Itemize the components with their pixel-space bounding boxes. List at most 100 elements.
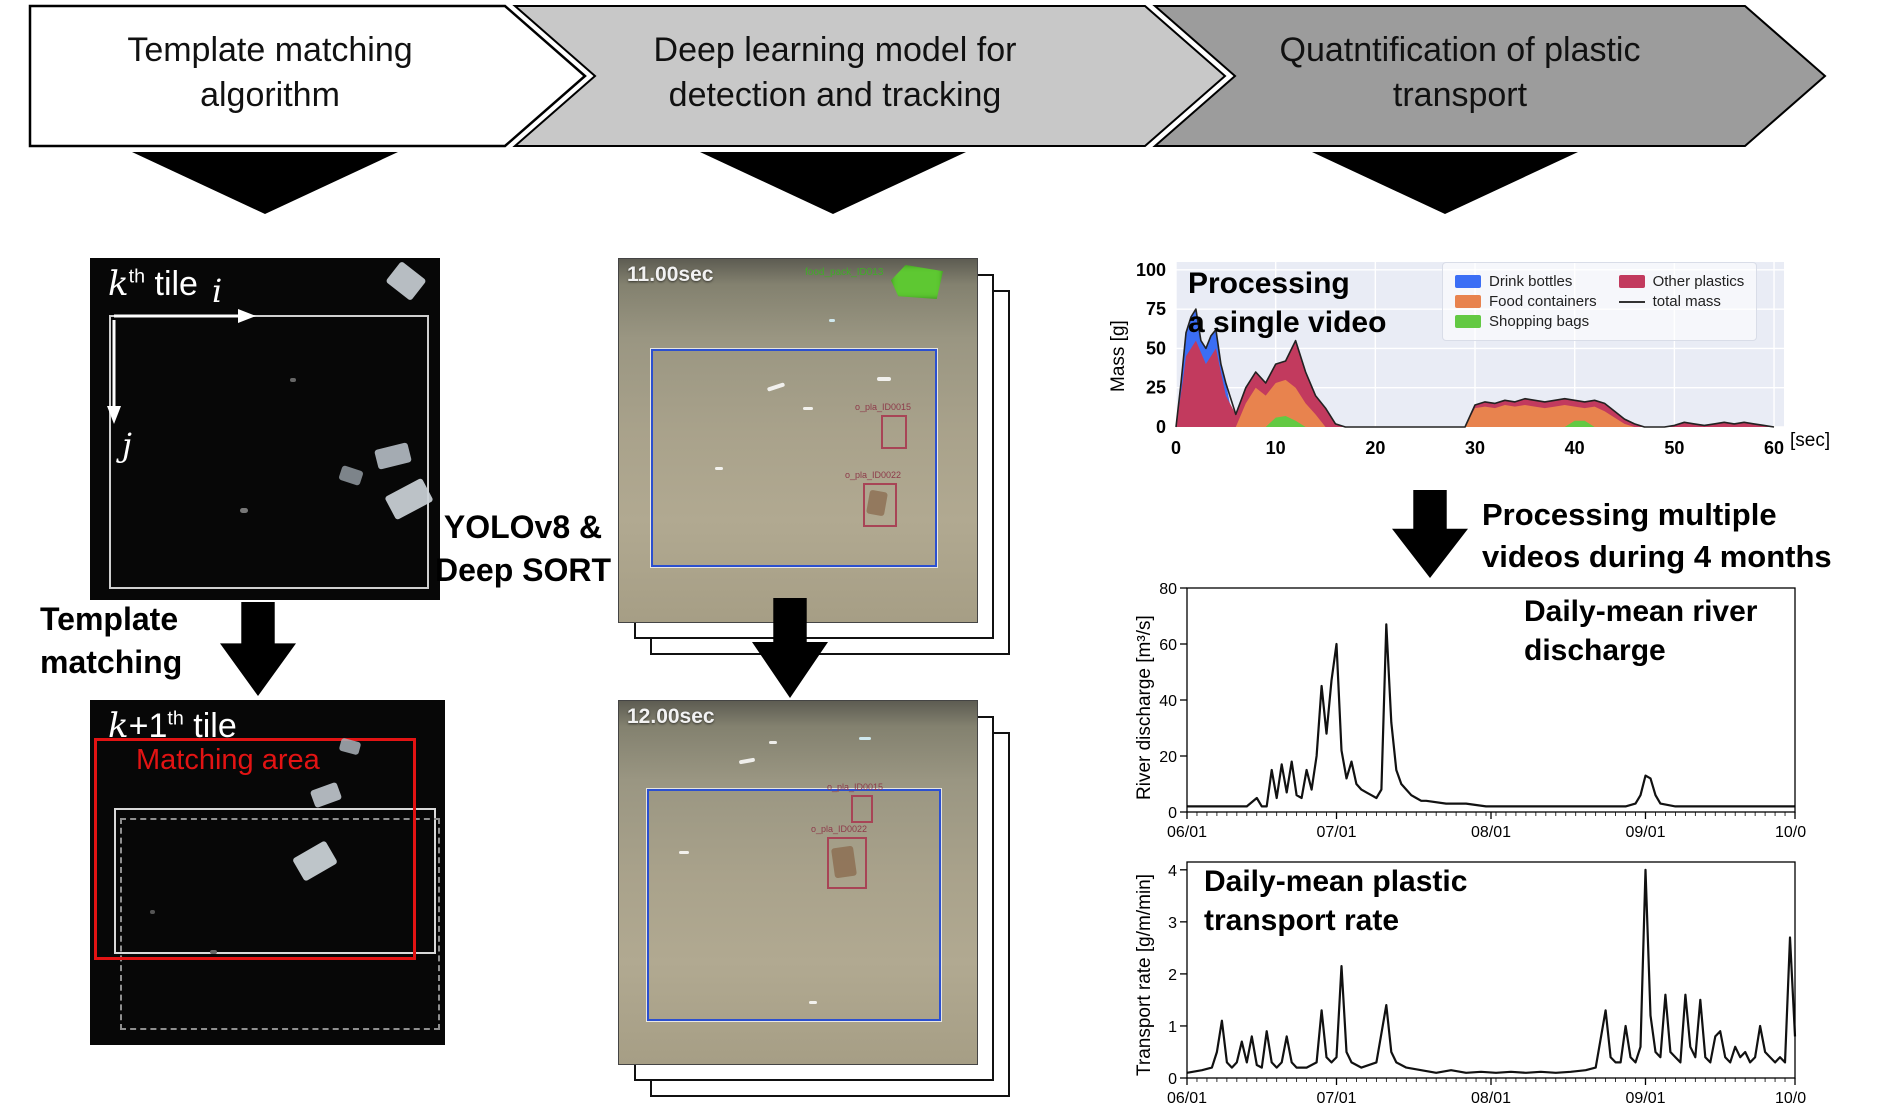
video-frame-11s: 11.00sec food_pack_ID013 o_pla_ID0015 o_… bbox=[618, 258, 978, 623]
floating-debris bbox=[715, 467, 723, 470]
legend-item: Food containers bbox=[1455, 293, 1597, 310]
legend-item: total mass bbox=[1618, 293, 1745, 310]
banner-label-template-matching: Template matching algorithm bbox=[127, 31, 413, 114]
svg-text:50: 50 bbox=[1664, 438, 1684, 458]
legend-label: Other plastics bbox=[1652, 273, 1745, 290]
i-arrow-icon bbox=[238, 309, 256, 323]
svg-text:1: 1 bbox=[1168, 1019, 1177, 1036]
kth-tile-label: kth tile bbox=[108, 264, 198, 304]
tile-position-rect bbox=[114, 808, 436, 954]
j-arrow-icon bbox=[107, 406, 121, 424]
k1th-tile-label: k+1th tile bbox=[108, 706, 237, 746]
floating-debris bbox=[738, 757, 756, 765]
svg-text:25: 25 bbox=[1146, 378, 1166, 398]
plastic-object bbox=[831, 845, 857, 879]
legend-swatch-total-mass bbox=[1618, 300, 1645, 303]
legend-swatch-other-plastics bbox=[1618, 275, 1645, 288]
svg-text:3: 3 bbox=[1168, 915, 1177, 932]
legend-label: Food containers bbox=[1489, 293, 1597, 310]
banner-label-deep-learning: Deep learning model for detection and tr… bbox=[653, 31, 1017, 114]
svg-text:100: 100 bbox=[1136, 260, 1166, 280]
svg-text:10/01: 10/01 bbox=[1775, 824, 1807, 841]
svg-text:07/01: 07/01 bbox=[1316, 1090, 1356, 1107]
svg-text:50: 50 bbox=[1146, 338, 1166, 358]
svg-text:06/01: 06/01 bbox=[1167, 1090, 1207, 1107]
svg-text:20: 20 bbox=[1365, 438, 1385, 458]
svg-text:09/01: 09/01 bbox=[1625, 1090, 1665, 1107]
banner-strip bbox=[28, 4, 1827, 148]
detection-id-label: food_pack_ID013 bbox=[805, 267, 884, 278]
yolo-deepsort-step-label: YOLOv8 & Deep SORT bbox=[434, 509, 612, 589]
legend-label: total mass bbox=[1652, 293, 1721, 310]
legend-swatch-food-containers bbox=[1455, 295, 1481, 308]
down-triangle-arrow-3 bbox=[1312, 152, 1578, 214]
svg-text:08/01: 08/01 bbox=[1471, 1090, 1511, 1107]
svg-text:0: 0 bbox=[1156, 417, 1166, 437]
debris-speck bbox=[150, 910, 155, 914]
svg-text:30: 30 bbox=[1465, 438, 1485, 458]
svg-text:4: 4 bbox=[1168, 863, 1177, 880]
legend-item: Drink bottles bbox=[1455, 273, 1597, 290]
mass-axis-label: Mass [g] bbox=[1108, 320, 1129, 392]
tile-scan-overlay bbox=[107, 309, 429, 589]
detection-id-label: o_pla_ID0022 bbox=[811, 824, 868, 834]
frame-timestamp: 12.00sec bbox=[627, 705, 715, 728]
matching-area-label: Matching area bbox=[136, 744, 320, 776]
video-frame-stack-11s: 11.00sec food_pack_ID013 o_pla_ID0015 o_… bbox=[618, 258, 1010, 655]
floating-debris bbox=[679, 851, 689, 854]
svg-text:40: 40 bbox=[1565, 438, 1585, 458]
kth-tile-image: kth tile i j bbox=[90, 258, 440, 600]
plastic-detection-box bbox=[827, 837, 867, 889]
shopping-bag-detection bbox=[891, 265, 943, 299]
svg-text:08/01: 08/01 bbox=[1471, 824, 1511, 841]
th-superscript: th bbox=[128, 265, 146, 288]
floating-debris bbox=[769, 741, 777, 744]
tile-word: tile bbox=[183, 707, 237, 745]
detection-id-label: o_pla_ID0015 bbox=[827, 782, 884, 792]
down-triangle-arrow-1 bbox=[132, 152, 398, 214]
floating-debris bbox=[829, 319, 835, 322]
down-block-arrow-left bbox=[220, 602, 296, 696]
tile-word: tile bbox=[145, 265, 198, 303]
plastic-detection-box bbox=[863, 483, 897, 527]
svg-text:10: 10 bbox=[1266, 438, 1286, 458]
svg-text:0: 0 bbox=[1168, 1071, 1177, 1088]
svg-text:09/01: 09/01 bbox=[1625, 824, 1665, 841]
legend-column: Drink bottles Food containers Shopping b… bbox=[1455, 270, 1597, 333]
debris-speck bbox=[210, 950, 217, 954]
banner-shape-quantification bbox=[1152, 5, 1827, 147]
legend-item: Other plastics bbox=[1618, 273, 1745, 290]
legend-swatch-drink-bottles bbox=[1455, 275, 1481, 288]
frame-timestamp: 11.00sec bbox=[627, 263, 714, 286]
down-triangle-arrow-2 bbox=[700, 152, 966, 214]
mass-chart-legend: Drink bottles Food containers Shopping b… bbox=[1442, 262, 1758, 341]
svg-text:10/01: 10/01 bbox=[1775, 1090, 1807, 1107]
floating-debris bbox=[877, 377, 891, 381]
k-symbol: k bbox=[108, 264, 129, 304]
plus-one: +1 bbox=[128, 707, 168, 745]
legend-swatch-shopping-bags bbox=[1455, 315, 1481, 328]
debris-speck bbox=[240, 508, 248, 513]
floating-debris bbox=[809, 1001, 817, 1004]
th-superscript: th bbox=[167, 707, 184, 730]
svg-text:2: 2 bbox=[1168, 967, 1177, 984]
legend-label: Shopping bags bbox=[1489, 313, 1590, 330]
legend-item: Shopping bags bbox=[1455, 313, 1597, 330]
svg-text:60: 60 bbox=[1764, 438, 1784, 458]
svg-text:20: 20 bbox=[1159, 749, 1177, 766]
i-index-label: i bbox=[212, 272, 223, 310]
transport-rate-chart: 06/01 07/01 08/01 09/01 10/01 0 1 2 3 4 bbox=[1125, 852, 1807, 1108]
svg-text:0: 0 bbox=[1168, 805, 1177, 822]
detection-id-label: o_pla_ID0022 bbox=[845, 470, 902, 480]
sec-axis-unit-label: [sec] bbox=[1790, 430, 1831, 451]
svg-text:06/01: 06/01 bbox=[1167, 824, 1207, 841]
svg-text:60: 60 bbox=[1159, 637, 1177, 654]
svg-text:40: 40 bbox=[1159, 693, 1177, 710]
banner-shape-template-matching bbox=[28, 4, 587, 148]
analysis-region-box bbox=[651, 349, 937, 567]
banner-shape-deep-learning bbox=[512, 5, 1227, 147]
video-frame-stack-12s: 12.00sec o_pla_ID0015 o_pla_ID0022 bbox=[618, 700, 1010, 1097]
